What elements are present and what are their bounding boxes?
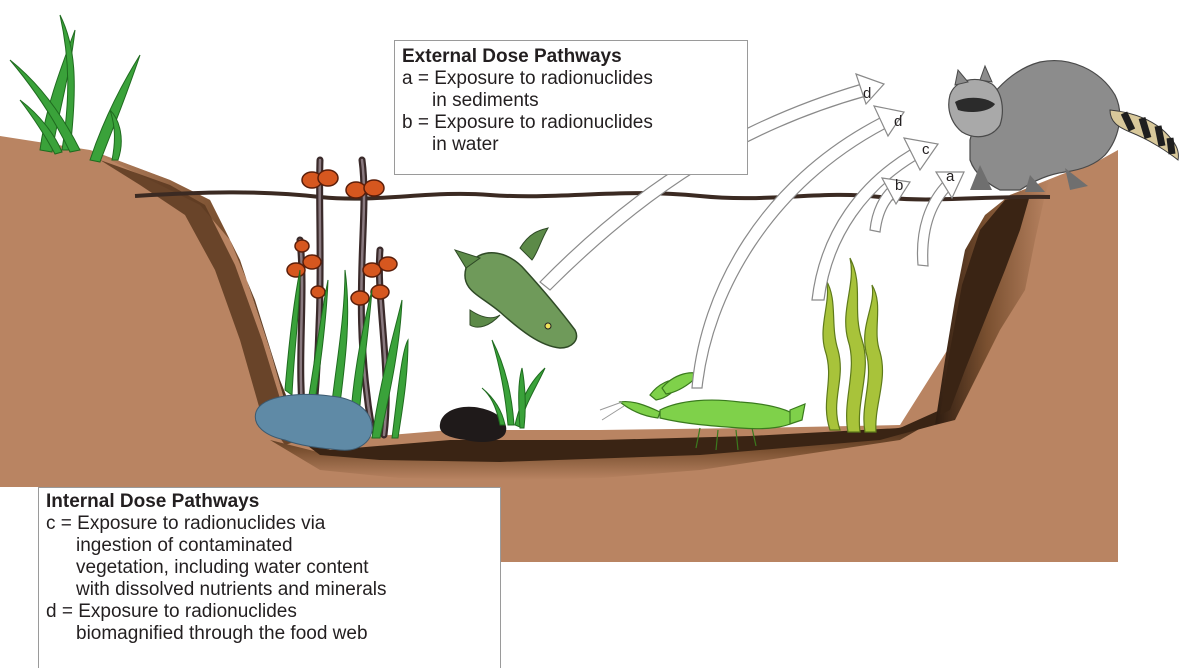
legend-item-d: d = Exposure to radionuclides biomagnifi… <box>46 601 494 645</box>
legend-item-c: c = Exposure to radionuclides via ingest… <box>46 513 494 601</box>
arrow-label-d: d <box>894 113 902 130</box>
legend-desc: Exposure to radionuclides <box>78 601 297 622</box>
legend-key: b = <box>402 112 429 133</box>
fish-icon <box>455 228 577 348</box>
raccoon-icon <box>949 61 1179 192</box>
kelp-icon <box>823 258 883 432</box>
legend-key: d = <box>46 601 73 622</box>
legend-desc: Exposure to radionuclides via <box>77 513 325 534</box>
arrow-label-d: d <box>863 85 871 102</box>
arrow-label-b: b <box>895 177 903 194</box>
legend-desc: Exposure to radionuclides <box>434 68 653 89</box>
legend-desc: with dissolved nutrients and minerals <box>46 579 494 601</box>
internal-pathways-legend: Internal Dose Pathways c = Exposure to r… <box>38 487 501 668</box>
legend-title: Internal Dose Pathways <box>46 491 494 513</box>
seagrass-bank-icon <box>10 15 140 162</box>
arrow-a-sediment <box>917 180 952 266</box>
legend-key: a = <box>402 68 429 89</box>
arrow-label-a: a <box>946 168 955 185</box>
legend-desc: biomagnified through the food web <box>46 623 494 645</box>
legend-title: External Dose Pathways <box>402 46 741 68</box>
legend-desc: in water <box>402 134 741 156</box>
arrow-c-kelp <box>812 150 916 300</box>
water-surface-line <box>135 192 1050 199</box>
legend-key: c = <box>46 513 72 534</box>
external-pathways-legend: External Dose Pathways a = Exposure to r… <box>394 40 748 175</box>
legend-item-b: b = Exposure to radionuclides in water <box>402 112 741 156</box>
legend-desc: Exposure to radionuclides <box>434 112 653 133</box>
legend-desc: vegetation, including water content <box>46 557 494 579</box>
legend-desc: ingestion of contaminated <box>46 535 494 557</box>
legend-desc: in sediments <box>402 90 741 112</box>
legend-item-a: a = Exposure to radionuclides in sedimen… <box>402 68 741 112</box>
arrow-label-c: c <box>922 141 930 158</box>
